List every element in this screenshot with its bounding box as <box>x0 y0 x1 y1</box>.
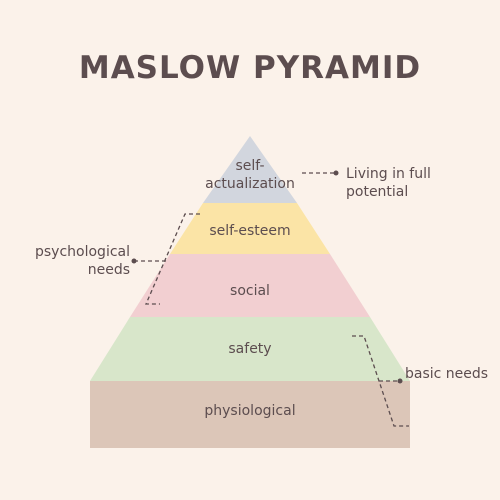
annotation-living-line1: Living in full <box>346 166 431 182</box>
level-self-actualization <box>203 136 297 203</box>
label-self-actualization-line1: self- <box>235 158 265 174</box>
label-self-esteem: self-esteem <box>209 223 291 239</box>
annotation-living-potential: Living in full potential <box>346 165 496 201</box>
psych-bracket <box>145 213 200 305</box>
annotation-psych-line1: psychological <box>35 244 130 260</box>
living-connector-dot <box>333 170 339 176</box>
level-safety <box>90 317 410 381</box>
annotation-living-line2: potential <box>346 184 409 200</box>
label-physiological: physiological <box>204 403 296 419</box>
page-title: MASLOW PYRAMID <box>78 50 422 86</box>
label-self-actualization-line2: actualization <box>205 176 295 192</box>
level-social <box>130 254 370 317</box>
basic-connector-dot <box>397 378 403 384</box>
label-self-actualization: self- actualization <box>190 157 310 193</box>
annotation-psychological-needs: psychological needs <box>8 243 130 279</box>
annotation-basic-needs: basic needs <box>405 366 489 382</box>
label-safety: safety <box>228 341 272 357</box>
psych-connector-dot <box>131 258 137 264</box>
label-social: social <box>230 283 270 299</box>
annotation-psych-line2: needs <box>87 262 130 278</box>
level-self-esteem <box>170 203 330 254</box>
level-physiological <box>90 381 410 448</box>
